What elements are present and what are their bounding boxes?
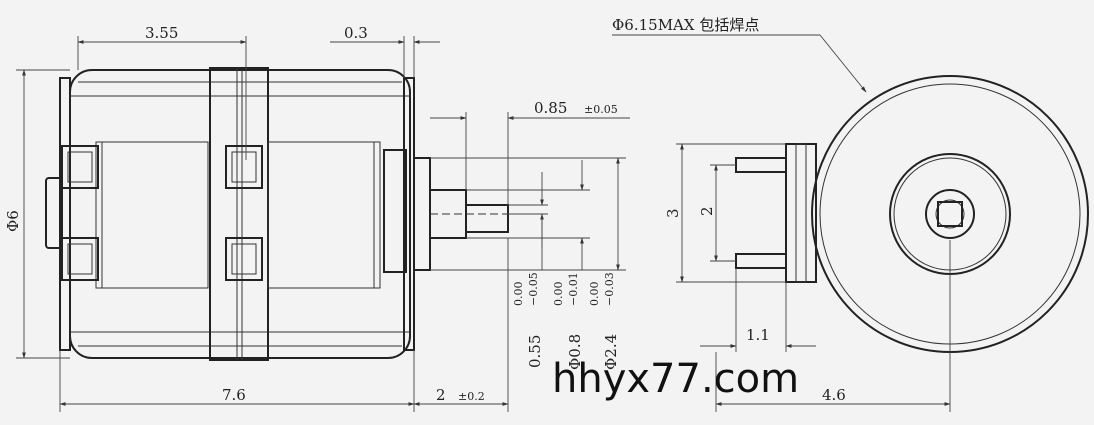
dim-1-1: 1.1	[746, 326, 770, 344]
motor-end-view	[735, 75, 1089, 353]
dim-3-55: 3.55	[145, 24, 178, 42]
dim-0-55-tol-lower: −0.05	[527, 272, 540, 306]
left-view-dimensions: 3.55 0.3 0.85 ±0.05 Φ6 7.6 2 ±0.2	[4, 24, 630, 412]
dim-phi-2-4-tol-upper: 0.00	[588, 282, 601, 307]
dim-0-55: 0.55	[526, 335, 544, 368]
dim-phi-0-8: Φ0.8	[566, 334, 584, 370]
dim-2: 2	[436, 386, 446, 404]
dim-phi-6: Φ6	[4, 210, 22, 232]
dim-phi-0-8-tol-upper: 0.00	[552, 282, 565, 307]
watermark: hhyx77.com	[552, 356, 799, 402]
dim-2-pitch: 2	[698, 206, 716, 216]
dim-0-85-tolerance: ±0.05	[584, 103, 618, 116]
motor-side-view	[45, 67, 509, 361]
right-view-dimensions: Φ6.15MAX 包括焊点 3 2 1.1 4.6	[612, 16, 951, 412]
dim-0-3: 0.3	[344, 24, 368, 42]
callout-max-diameter: Φ6.15MAX 包括焊点	[612, 16, 759, 34]
dim-phi-2-4: Φ2.4	[602, 334, 620, 370]
dim-phi-0-8-tol-lower: −0.01	[567, 272, 580, 306]
dim-phi-2-4-tol-lower: −0.03	[603, 272, 616, 306]
dim-3: 3	[664, 208, 682, 218]
dim-2-tolerance: ±0.2	[458, 390, 485, 403]
dim-0-55-tol-upper: 0.00	[512, 282, 525, 307]
dim-0-85: 0.85	[534, 99, 567, 117]
dim-7-6: 7.6	[222, 386, 246, 404]
dim-4-6: 4.6	[822, 386, 846, 404]
